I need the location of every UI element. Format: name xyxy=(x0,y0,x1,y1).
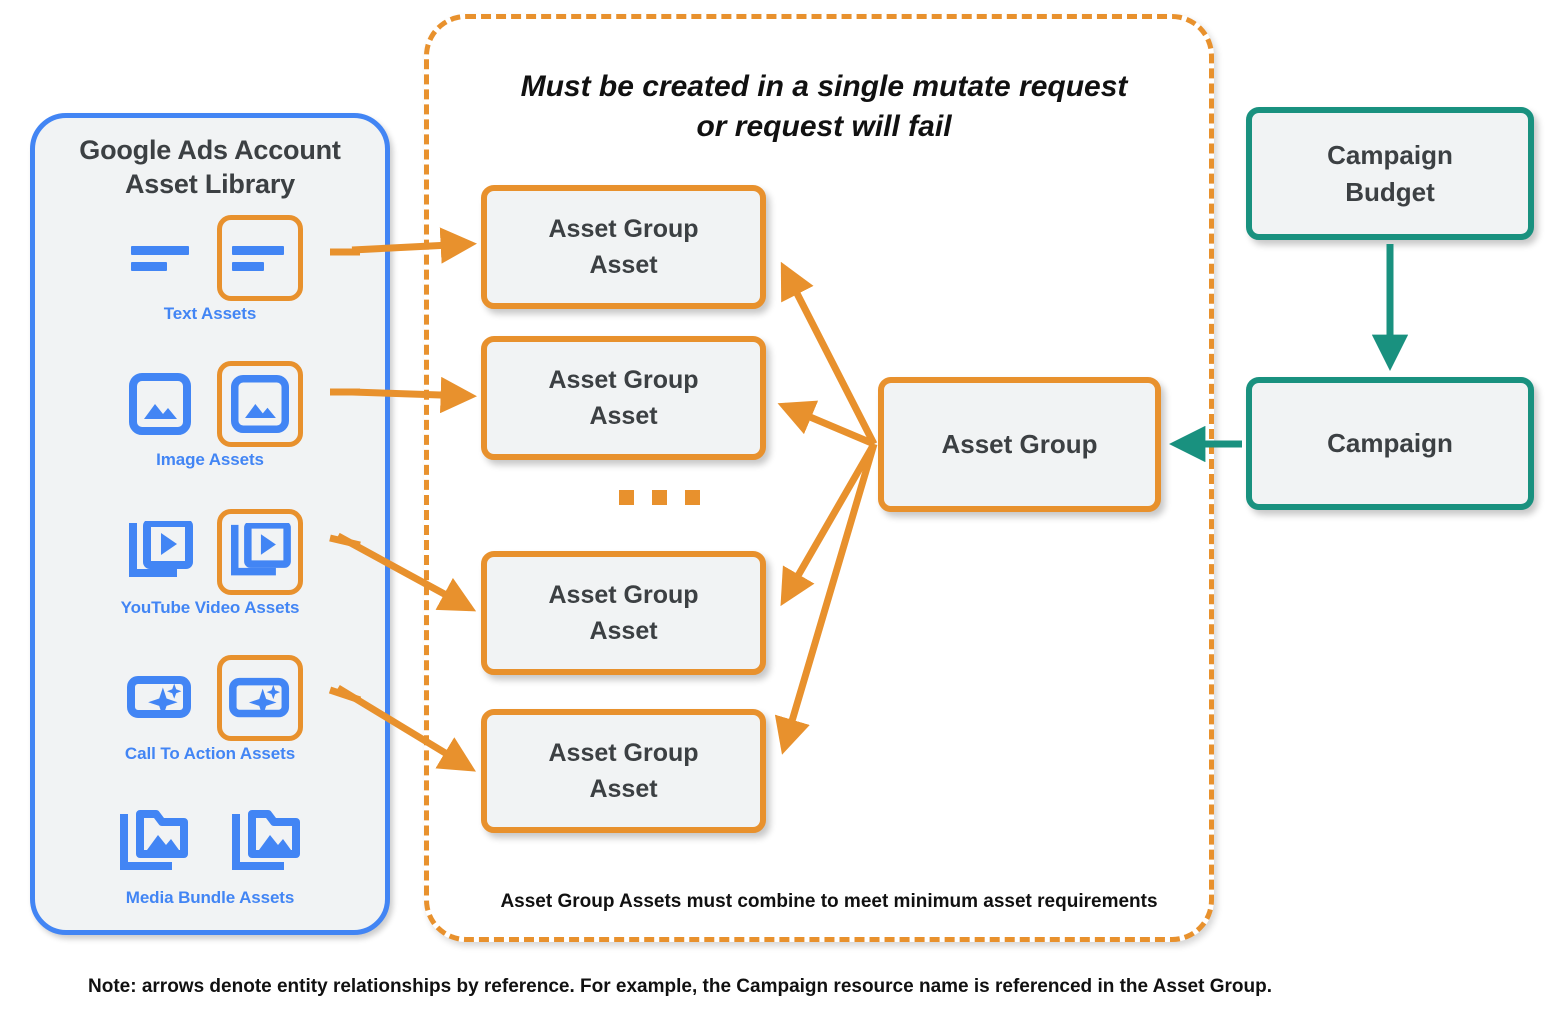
mutate-container-text-layer: Must be created in a single mutate reque… xyxy=(424,14,1214,942)
asset-group-asset-label-line1: Asset Group xyxy=(548,214,699,243)
asset-group-asset-label-line2: Asset xyxy=(589,402,658,430)
text-asset-icon-plain xyxy=(117,215,203,301)
call-to-action-asset-icon xyxy=(127,676,191,718)
asset-caption-image: Image Assets xyxy=(156,450,264,469)
call-to-action-asset-icon-plain xyxy=(117,655,203,741)
mutate-heading-line1: Must be created in a single mutate reque… xyxy=(520,70,1128,103)
ellipsis-dot xyxy=(685,490,700,505)
ellipsis-dot xyxy=(619,490,634,505)
campaign-budget-label-line2: Budget xyxy=(1345,176,1435,207)
text-asset-icon xyxy=(232,246,284,271)
asset-group-asset-box-1[interactable]: Asset Group Asset xyxy=(481,185,766,309)
call-to-action-asset-icon xyxy=(229,677,290,717)
asset-group-asset-box-2[interactable]: Asset Group Asset xyxy=(481,336,766,460)
asset-group-asset-label-line1: Asset Group xyxy=(548,580,699,609)
asset-caption-youtube-video: YouTube Video Assets xyxy=(120,598,300,617)
mutate-heading: Must be created in a single mutate reque… xyxy=(469,67,1179,147)
asset-group-asset-label-4: Asset Group Asset xyxy=(548,735,698,808)
asset-library-panel: Google Ads Account Asset Library xyxy=(30,113,390,935)
asset-group-asset-label-2: Asset Group Asset xyxy=(548,362,698,435)
media-bundle-asset-icon xyxy=(232,810,300,870)
media-bundle-asset-icon-first xyxy=(111,799,197,885)
image-asset-icon-highlighted[interactable] xyxy=(217,361,303,447)
youtube-video-asset-icon-highlighted[interactable] xyxy=(217,509,303,595)
call-to-action-asset-icon-highlighted[interactable] xyxy=(217,655,303,741)
image-asset-icon-plain xyxy=(117,361,203,447)
asset-row-text: Text Assets xyxy=(35,210,385,324)
ellipsis-indicator xyxy=(619,490,700,505)
asset-icon-group-youtube-video xyxy=(35,504,385,600)
asset-group-label: Asset Group xyxy=(941,429,1098,459)
campaign-budget-label: Campaign Budget xyxy=(1327,137,1453,210)
campaign-budget-box[interactable]: Campaign Budget xyxy=(1246,107,1534,240)
asset-group-box[interactable]: Asset Group xyxy=(878,377,1161,512)
mutate-heading-line2: or request will fail xyxy=(696,109,952,143)
asset-group-asset-label-line1: Asset Group xyxy=(548,365,699,394)
campaign-label: Campaign xyxy=(1327,428,1453,458)
asset-group-asset-box-4[interactable]: Asset Group Asset xyxy=(481,709,766,833)
media-bundle-asset-icon xyxy=(120,810,188,870)
asset-row-youtube-video: YouTube Video Assets xyxy=(35,504,385,618)
youtube-video-asset-icon-plain xyxy=(117,509,203,595)
mutate-footnote: Asset Group Assets must combine to meet … xyxy=(500,891,1158,912)
image-asset-icon xyxy=(231,375,289,433)
asset-row-call-to-action: Call To Action Assets xyxy=(35,650,385,764)
diagram-note: Note: arrows denote entity relationships… xyxy=(88,976,1272,997)
asset-group-asset-label-line2: Asset xyxy=(589,617,658,645)
asset-group-asset-label-line2: Asset xyxy=(589,251,658,279)
asset-group-asset-label-3: Asset Group Asset xyxy=(548,577,698,650)
image-asset-icon xyxy=(129,373,191,435)
youtube-video-asset-icon xyxy=(231,523,291,576)
asset-icon-group-call-to-action xyxy=(35,650,385,746)
asset-caption-text: Text Assets xyxy=(163,304,257,323)
asset-row-image: Image Assets xyxy=(35,356,385,470)
asset-icon-group-text xyxy=(35,210,385,306)
asset-group-asset-label-1: Asset Group Asset xyxy=(548,211,698,284)
library-title-line1: Google Ads Account xyxy=(79,135,341,165)
asset-group-asset-label-line2: Asset xyxy=(589,775,658,803)
asset-icon-group-image xyxy=(35,356,385,452)
asset-caption-call-to-action: Call To Action Assets xyxy=(124,744,296,763)
text-asset-icon xyxy=(131,246,189,271)
text-asset-icon-highlighted[interactable] xyxy=(217,215,303,301)
library-title-line2: Asset Library xyxy=(125,169,295,200)
campaign-budget-label-line1: Campaign xyxy=(1327,140,1453,171)
media-bundle-asset-icon-second xyxy=(223,799,309,885)
asset-icon-group-media-bundle xyxy=(35,794,385,890)
asset-group-asset-label-line1: Asset Group xyxy=(548,738,699,767)
youtube-video-asset-icon xyxy=(129,521,193,577)
asset-group-asset-box-3[interactable]: Asset Group Asset xyxy=(481,551,766,675)
campaign-box[interactable]: Campaign xyxy=(1246,377,1534,510)
asset-row-media-bundle: Media Bundle Assets xyxy=(35,794,385,908)
library-title: Google Ads Account Asset Library xyxy=(35,133,385,201)
ellipsis-dot xyxy=(652,490,667,505)
asset-caption-media-bundle: Media Bundle Assets xyxy=(125,888,295,907)
